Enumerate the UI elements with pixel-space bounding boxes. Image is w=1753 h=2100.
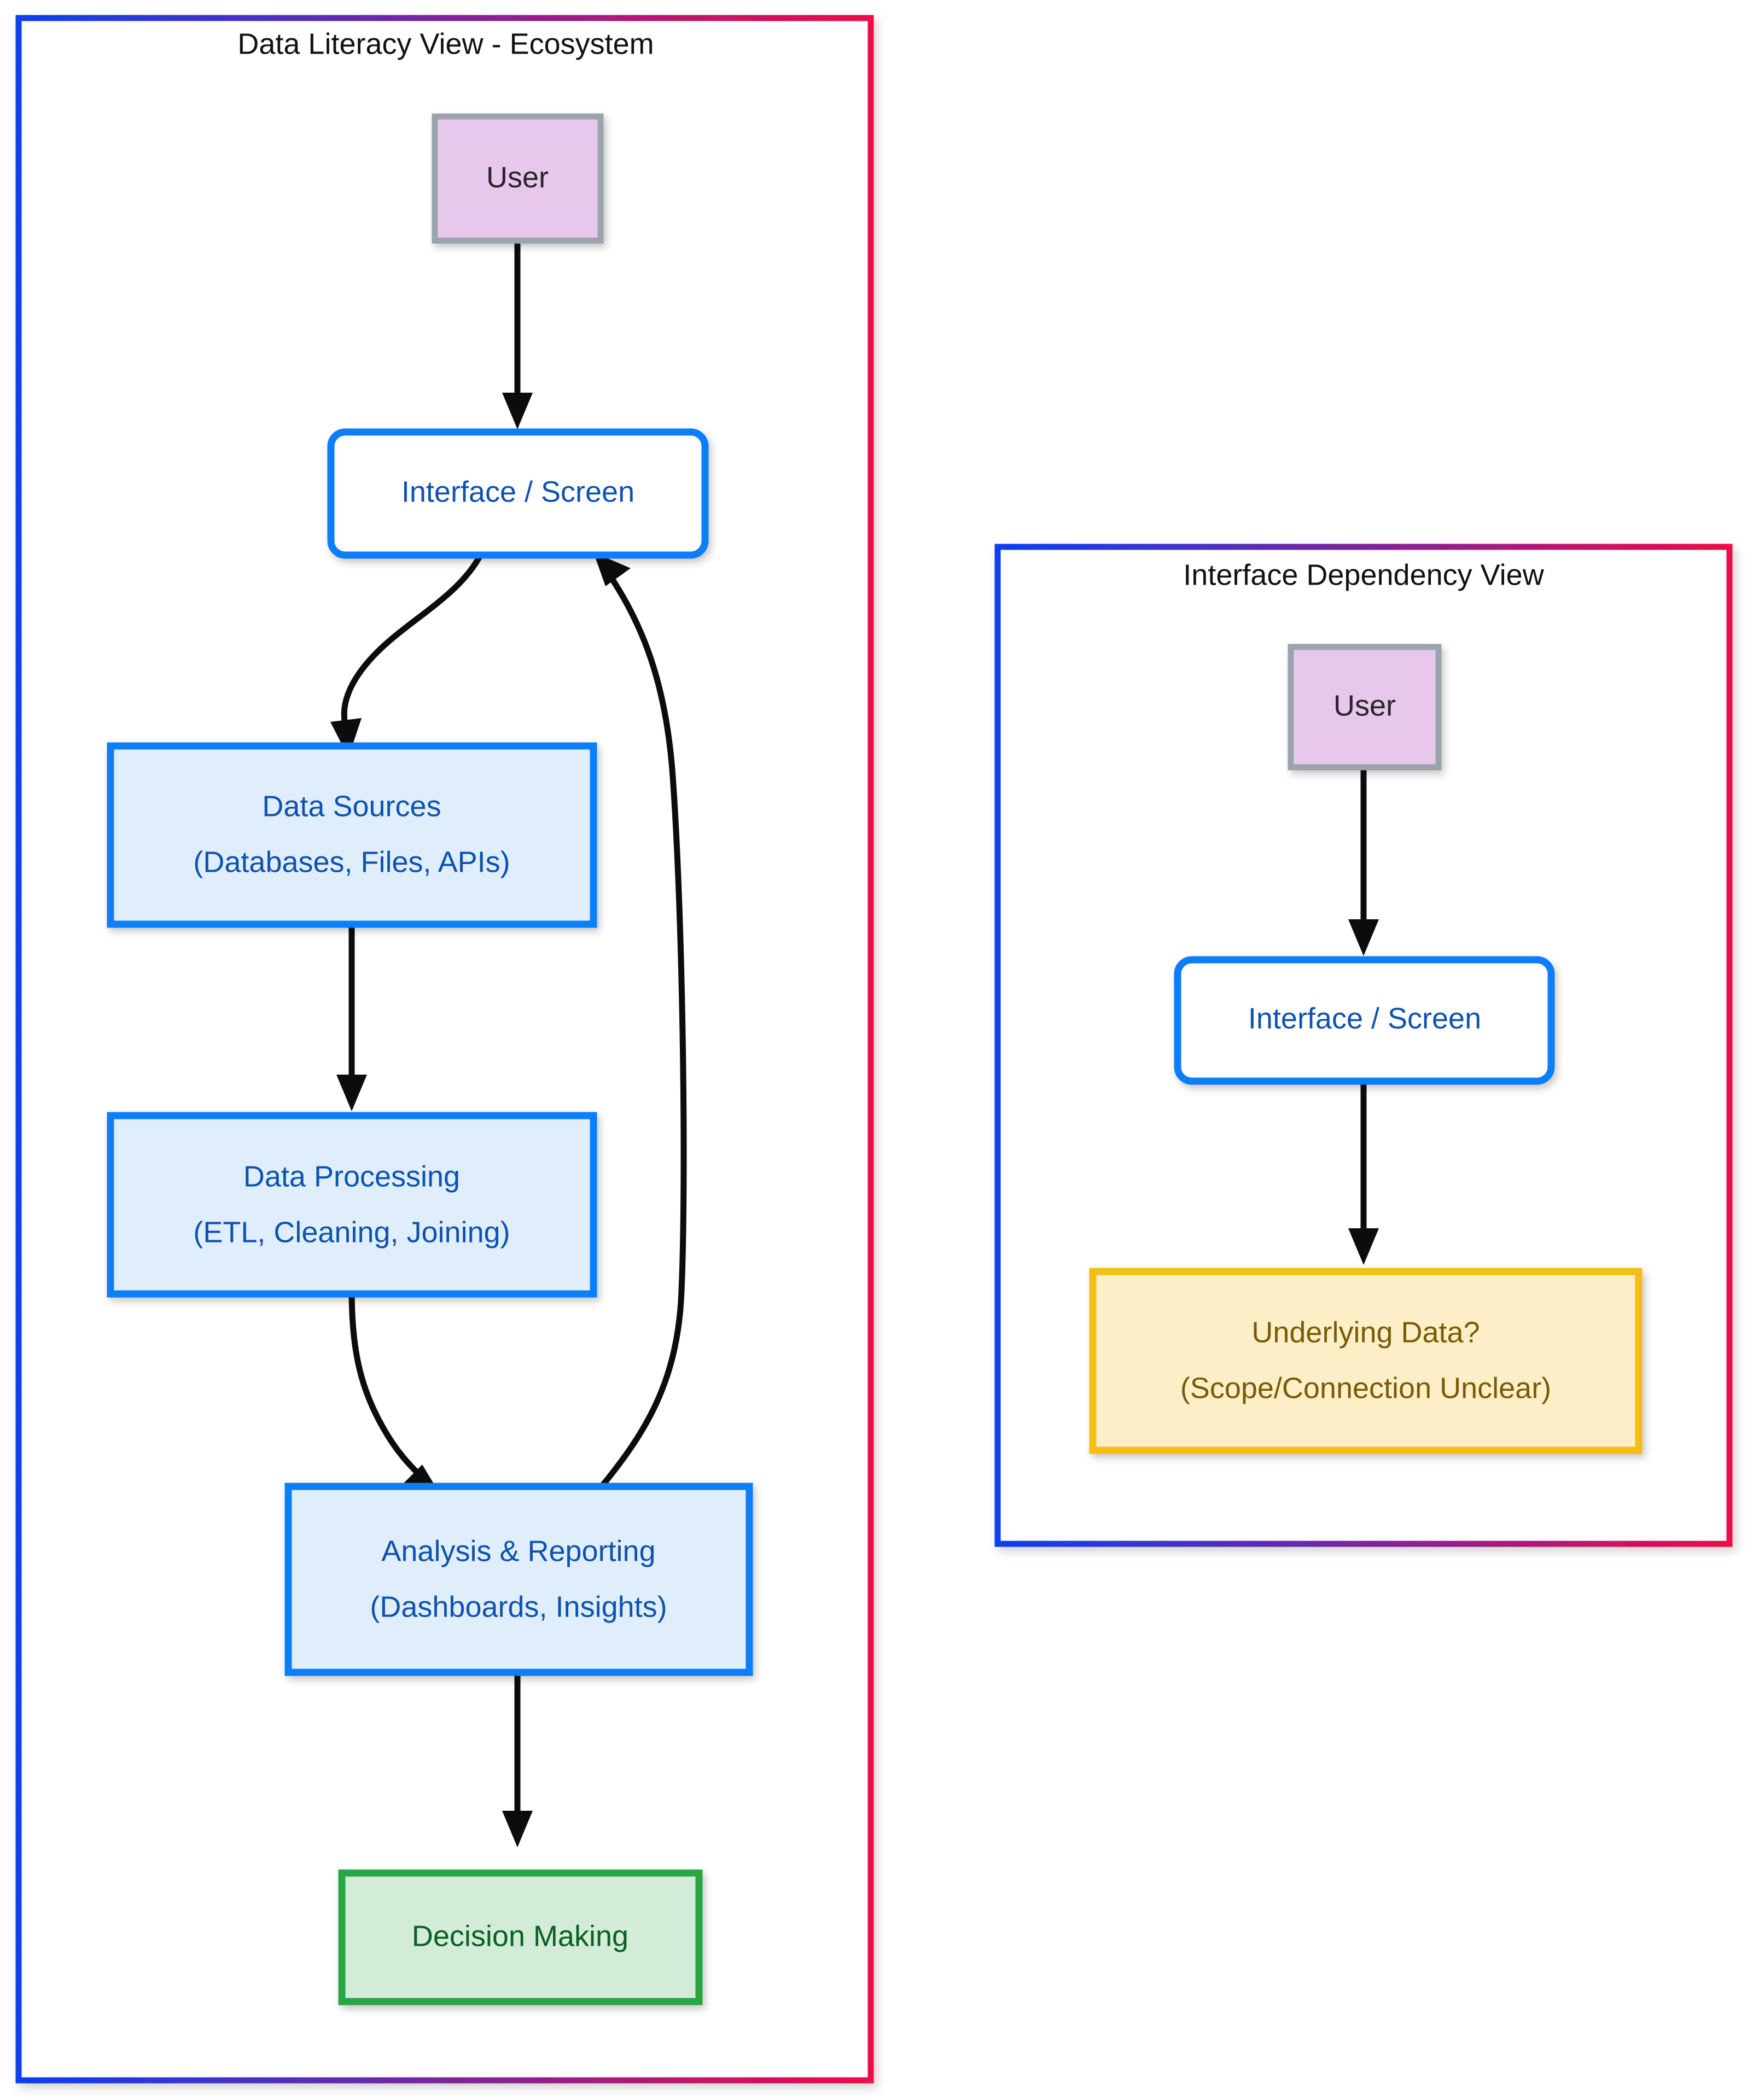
node-data-processing-box[interactable] bbox=[107, 1112, 597, 1298]
cluster-ecosystem: Data Literacy View - Ecosystem bbox=[15, 15, 874, 2084]
edge-user-right-to-interface-right bbox=[1348, 767, 1379, 956]
node-data-sources-box[interactable] bbox=[107, 742, 597, 928]
edge-interface-right-to-underlying-data bbox=[1348, 1080, 1379, 1265]
node-user-right-label: User bbox=[1333, 689, 1396, 722]
node-analysis-reporting-line1: Analysis & Reporting bbox=[381, 1535, 655, 1567]
edge-analysis-to-interface bbox=[593, 552, 687, 1489]
node-underlying-data-line2: (Scope/Connection Unclear) bbox=[1180, 1372, 1551, 1404]
node-data-sources[interactable]: Data Sources (Databases, Files, APIs) bbox=[107, 742, 597, 928]
node-data-processing-line1: Data Processing bbox=[243, 1160, 460, 1193]
node-decision-making-label: Decision Making bbox=[412, 1920, 628, 1952]
node-underlying-data-box[interactable] bbox=[1089, 1268, 1643, 1454]
cluster-ecosystem-border bbox=[15, 15, 874, 2084]
node-user-left-label: User bbox=[486, 161, 549, 194]
cluster-dependency-title: Interface Dependency View bbox=[1183, 558, 1544, 591]
node-underlying-data[interactable]: Underlying Data? (Scope/Connection Uncle… bbox=[1089, 1268, 1643, 1454]
edge-data-sources-to-processing bbox=[336, 927, 367, 1111]
cluster-ecosystem-title: Data Literacy View - Ecosystem bbox=[237, 27, 654, 60]
node-user-left[interactable]: User bbox=[432, 113, 604, 244]
edges-ecosystem bbox=[330, 241, 687, 1847]
node-data-sources-line1: Data Sources bbox=[262, 790, 441, 822]
node-underlying-data-line1: Underlying Data? bbox=[1251, 1316, 1480, 1349]
node-user-left-box[interactable] bbox=[432, 113, 604, 244]
node-data-sources-line2: (Databases, Files, APIs) bbox=[193, 845, 510, 878]
node-data-processing-line2: (ETL, Cleaning, Joining) bbox=[193, 1216, 510, 1249]
edge-user-to-interface bbox=[502, 241, 533, 429]
node-decision-making-box[interactable] bbox=[338, 1869, 703, 2005]
node-interface-right[interactable]: Interface / Screen bbox=[1174, 956, 1555, 1085]
node-interface-right-box[interactable] bbox=[1174, 956, 1555, 1085]
node-interface-right-label: Interface / Screen bbox=[1248, 1002, 1481, 1035]
edges-dependency bbox=[1348, 767, 1379, 1265]
node-interface-left[interactable]: Interface / Screen bbox=[327, 428, 709, 559]
node-decision-making[interactable]: Decision Making bbox=[338, 1869, 703, 2005]
edge-analysis-to-decision bbox=[502, 1672, 533, 1847]
node-user-right-box[interactable] bbox=[1288, 644, 1442, 771]
node-analysis-reporting-line2: (Dashboards, Insights) bbox=[370, 1590, 667, 1623]
node-user-right[interactable]: User bbox=[1288, 644, 1442, 771]
node-analysis-reporting-box[interactable] bbox=[284, 1483, 753, 1676]
edge-interface-to-data-sources bbox=[330, 552, 484, 757]
node-data-processing[interactable]: Data Processing (ETL, Cleaning, Joining) bbox=[107, 1112, 597, 1298]
node-interface-left-label: Interface / Screen bbox=[401, 475, 634, 508]
node-analysis-reporting[interactable]: Analysis & Reporting (Dashboards, Insigh… bbox=[284, 1483, 753, 1676]
node-interface-left-box[interactable] bbox=[327, 428, 709, 559]
